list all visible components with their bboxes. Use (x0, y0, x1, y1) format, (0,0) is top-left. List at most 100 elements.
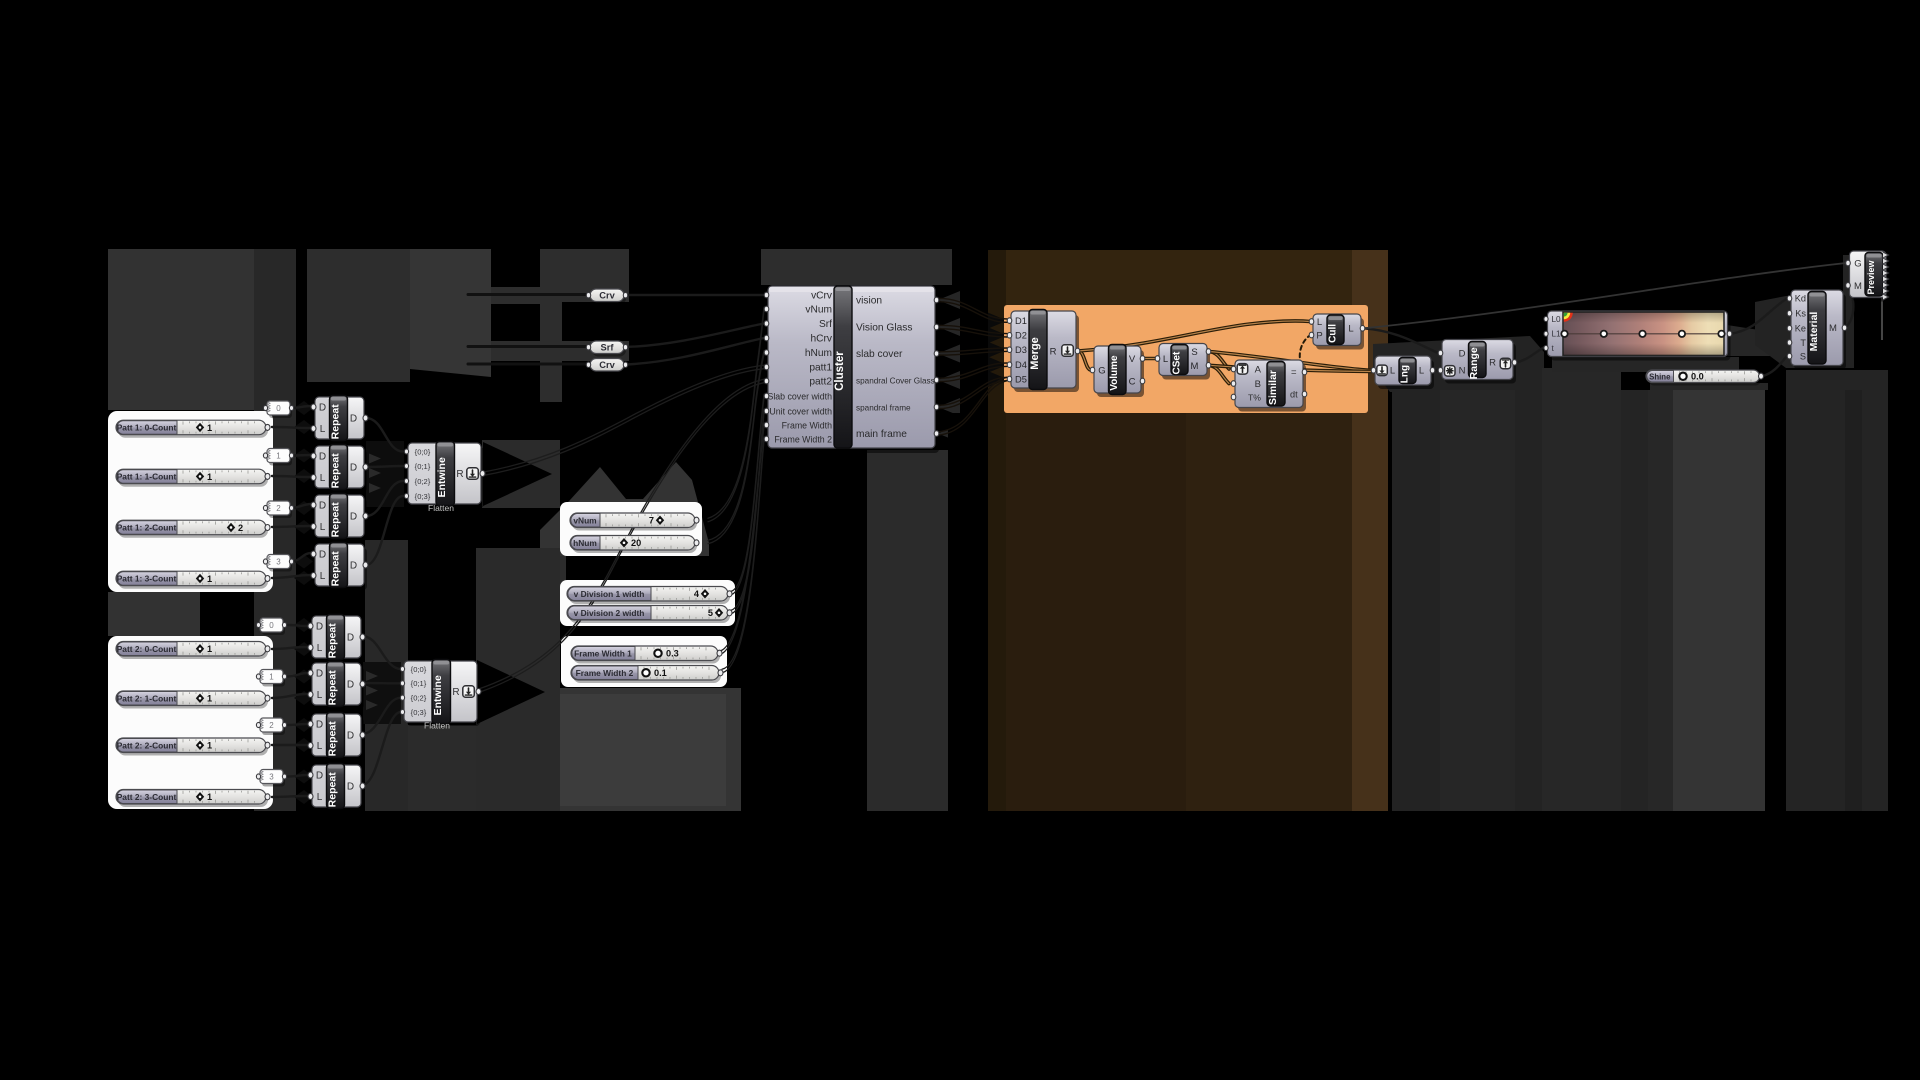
svg-text:Patt 2: 1-Count: Patt 2: 1-Count (117, 693, 177, 703)
svg-text:Vision Glass: Vision Glass (856, 323, 912, 334)
svg-text:0.1: 0.1 (654, 668, 667, 678)
svg-text:L1: L1 (1552, 330, 1562, 339)
svg-text:D: D (347, 731, 354, 742)
svg-text:L0: L0 (1552, 315, 1562, 324)
svg-text:{0;0}: {0;0} (415, 447, 431, 456)
svg-text:L: L (320, 473, 326, 484)
svg-text:T%: T% (1248, 392, 1261, 402)
svg-text:1: 1 (207, 472, 212, 482)
svg-text:M: M (1854, 281, 1862, 292)
svg-text:patt2: patt2 (809, 377, 832, 388)
svg-text:Patt 2: 0-Count: Patt 2: 0-Count (117, 644, 177, 654)
svg-text:{0;1}: {0;1} (415, 462, 431, 471)
svg-text:R: R (456, 469, 463, 480)
svg-text:Patt 1: 3-Count: Patt 1: 3-Count (117, 574, 177, 584)
svg-text:L: L (320, 522, 326, 533)
svg-text:D: D (316, 622, 323, 633)
svg-text:Merge: Merge (1029, 337, 1041, 369)
svg-text:L: L (317, 792, 323, 803)
svg-text:D2: D2 (1015, 331, 1027, 341)
svg-text:Preview: Preview (1866, 259, 1876, 294)
svg-text:N: N (1459, 366, 1466, 377)
svg-text:Srf: Srf (819, 319, 832, 330)
svg-text:0: 0 (276, 404, 281, 413)
svg-text:Patt 2: 2-Count: Patt 2: 2-Count (117, 740, 177, 750)
svg-text:1: 1 (207, 644, 212, 654)
svg-text:A: A (1255, 364, 1262, 375)
svg-text:G: G (1854, 258, 1861, 269)
svg-text:CSet: CSet (1172, 351, 1183, 374)
svg-text:D: D (1459, 348, 1466, 359)
svg-text:L: L (1390, 366, 1395, 377)
svg-text:B: B (1255, 379, 1261, 390)
svg-text:4: 4 (694, 589, 700, 599)
svg-text:Volume: Volume (1109, 355, 1120, 391)
svg-text:L: L (317, 690, 323, 701)
svg-text:L: L (320, 424, 326, 435)
svg-text:Srf: Srf (601, 343, 615, 353)
svg-text:Ke: Ke (1795, 324, 1806, 334)
svg-text:Frame Width 1: Frame Width 1 (574, 648, 632, 658)
svg-text:Frame Width 2: Frame Width 2 (774, 435, 832, 445)
svg-text:Lng: Lng (1400, 365, 1411, 383)
svg-text:Flatten: Flatten (428, 503, 454, 513)
svg-text:Frame Width 2: Frame Width 2 (576, 668, 634, 678)
svg-text:vCrv: vCrv (811, 291, 833, 302)
svg-text:D: D (350, 561, 357, 572)
svg-text:2: 2 (276, 504, 281, 513)
svg-text:2: 2 (269, 721, 274, 730)
svg-text:D: D (316, 771, 323, 782)
svg-text:t: t (1552, 344, 1555, 353)
svg-text:S: S (1800, 351, 1806, 361)
svg-text:Kd: Kd (1795, 294, 1806, 304)
svg-text:3: 3 (276, 558, 281, 567)
svg-text:M: M (1829, 323, 1837, 334)
svg-text:L: L (1317, 317, 1322, 328)
svg-text:Crv: Crv (599, 360, 615, 370)
svg-text:vNum: vNum (805, 305, 832, 316)
svg-text:D: D (319, 550, 326, 561)
svg-text:0: 0 (269, 621, 274, 630)
svg-text:S: S (1191, 347, 1197, 358)
svg-text:hNum: hNum (573, 538, 597, 548)
svg-text:L: L (1419, 366, 1424, 377)
svg-text:1: 1 (207, 574, 212, 584)
svg-text:Entwine: Entwine (432, 675, 444, 715)
svg-text:D: D (350, 512, 357, 523)
svg-text:G: G (1098, 365, 1105, 376)
svg-text:Patt 1: 2-Count: Patt 1: 2-Count (117, 523, 177, 533)
svg-text:Crv: Crv (599, 291, 615, 301)
svg-text:Repeat: Repeat (327, 772, 339, 808)
svg-text:Repeat: Repeat (330, 404, 342, 440)
svg-text:{0;1}: {0;1} (411, 679, 427, 688)
svg-text:Patt 1: 1-Count: Patt 1: 1-Count (117, 472, 177, 482)
svg-text:D: D (319, 501, 326, 512)
svg-text:spandral frame: spandral frame (856, 404, 911, 413)
svg-text:D: D (347, 633, 354, 644)
svg-text:Repeat: Repeat (330, 453, 342, 489)
svg-text:main frame: main frame (856, 429, 907, 440)
svg-text:Frame Width: Frame Width (782, 421, 832, 431)
svg-text:D: D (319, 403, 326, 414)
svg-text:Cluster: Cluster (834, 351, 846, 391)
svg-text:D: D (319, 452, 326, 463)
svg-text:Repeat: Repeat (327, 623, 339, 659)
svg-text:T: T (1800, 338, 1806, 348)
svg-text:20: 20 (631, 538, 641, 548)
svg-text:D4: D4 (1015, 360, 1027, 370)
svg-text:7: 7 (649, 516, 654, 526)
svg-text:D5: D5 (1015, 374, 1027, 384)
svg-text:1: 1 (207, 741, 212, 751)
svg-text:Repeat: Repeat (330, 502, 342, 538)
svg-text:dt: dt (1290, 389, 1298, 399)
svg-text:D: D (350, 414, 357, 425)
svg-text:Ks: Ks (1795, 309, 1806, 319)
svg-text:Cull: Cull (1328, 324, 1339, 343)
svg-text:{0;2}: {0;2} (411, 694, 427, 703)
svg-text:v Division 2 width: v Division 2 width (574, 608, 645, 618)
svg-text:slab cover: slab cover (856, 349, 903, 360)
svg-text:Patt 2: 3-Count: Patt 2: 3-Count (117, 792, 177, 802)
svg-text:patt1: patt1 (809, 363, 832, 374)
svg-text:=: = (1291, 367, 1297, 378)
svg-text:Repeat: Repeat (327, 670, 339, 706)
